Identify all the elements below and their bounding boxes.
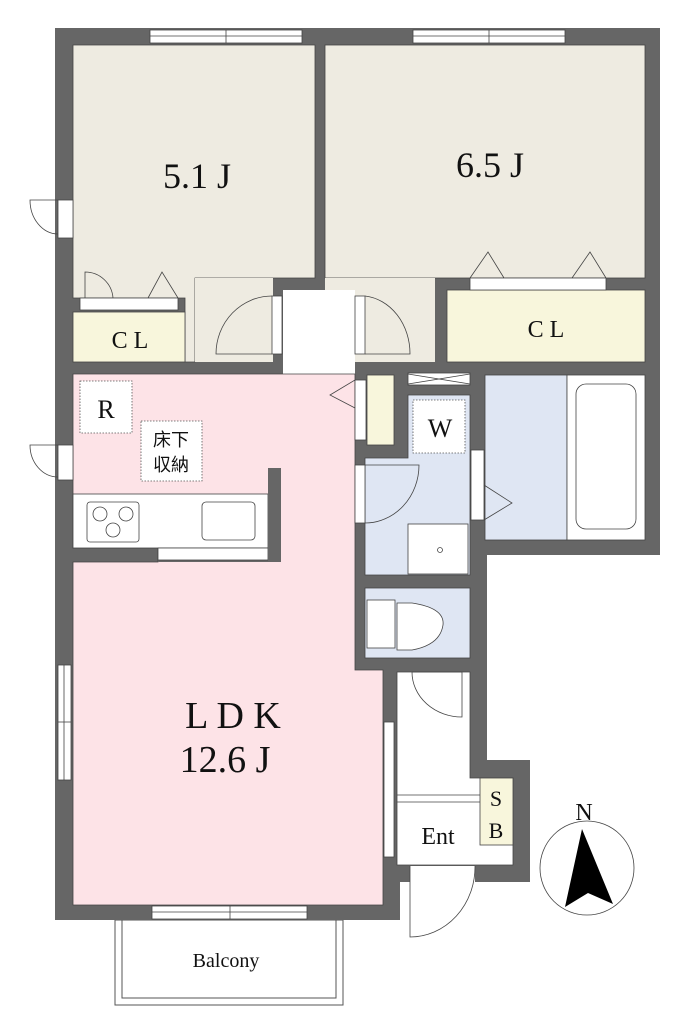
bathtub [566,374,646,541]
underfloor-storage [140,420,203,482]
compass-north-label: N [575,800,592,826]
shoe-box [479,777,514,846]
north-arrow-icon [539,820,635,916]
bedroom-1-label: 5.1 J [163,156,231,196]
ldk-label: L D K [185,695,281,737]
windows [57,29,566,920]
bedroom-2 [324,44,646,279]
closet-1 [72,311,186,363]
underfloor-storage-label-2: 収納 [153,455,189,475]
refrigerator-label: R [97,395,115,424]
toilet-icon [366,599,444,651]
balcony-label: Balcony [193,950,260,972]
kitchen-partition [268,468,281,562]
bathroom [484,374,568,541]
balcony [114,919,344,1006]
underfloor-storage-label-1: 床下 [153,430,189,450]
refrigerator-space [79,380,133,434]
washer-space [412,399,466,454]
ldk-size-label: 12.6 J [180,739,271,781]
bedroom-2-label: 6.5 J [456,145,524,185]
washer-label: W [428,414,453,443]
shoe-box-label-2: B [489,818,504,843]
sink-icon [201,501,256,541]
hallway [283,290,355,374]
stove-icon [86,501,140,543]
shoe-box-label-1: S [490,786,502,811]
entrance-label: Ent [421,824,455,850]
closet-1-label: C L [112,328,149,354]
closet-2-label: C L [528,317,565,343]
